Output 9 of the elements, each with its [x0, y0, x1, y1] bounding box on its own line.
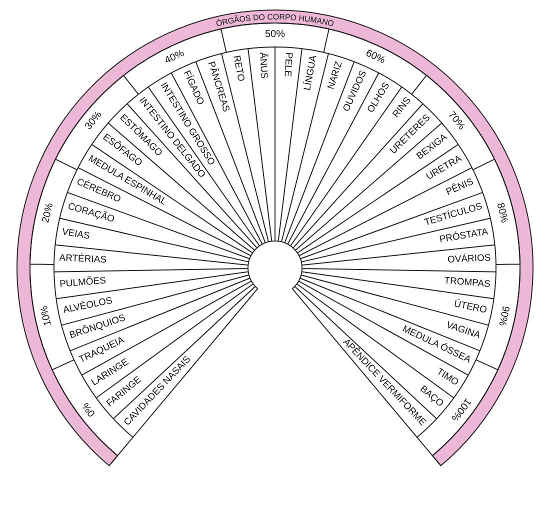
- percent-label: 10%: [38, 304, 55, 329]
- percent-label: 60%: [362, 46, 388, 68]
- percent-label: 90%: [495, 304, 512, 329]
- chart-title: ÓRGÃOS DO CORPO HUMANO: [215, 12, 335, 28]
- percent-label: 50%: [264, 28, 286, 42]
- percent-label: 0%: [79, 399, 99, 420]
- percent-label: 40%: [162, 46, 188, 68]
- percent-label: 20%: [39, 200, 57, 226]
- percent-label: 80%: [493, 200, 511, 226]
